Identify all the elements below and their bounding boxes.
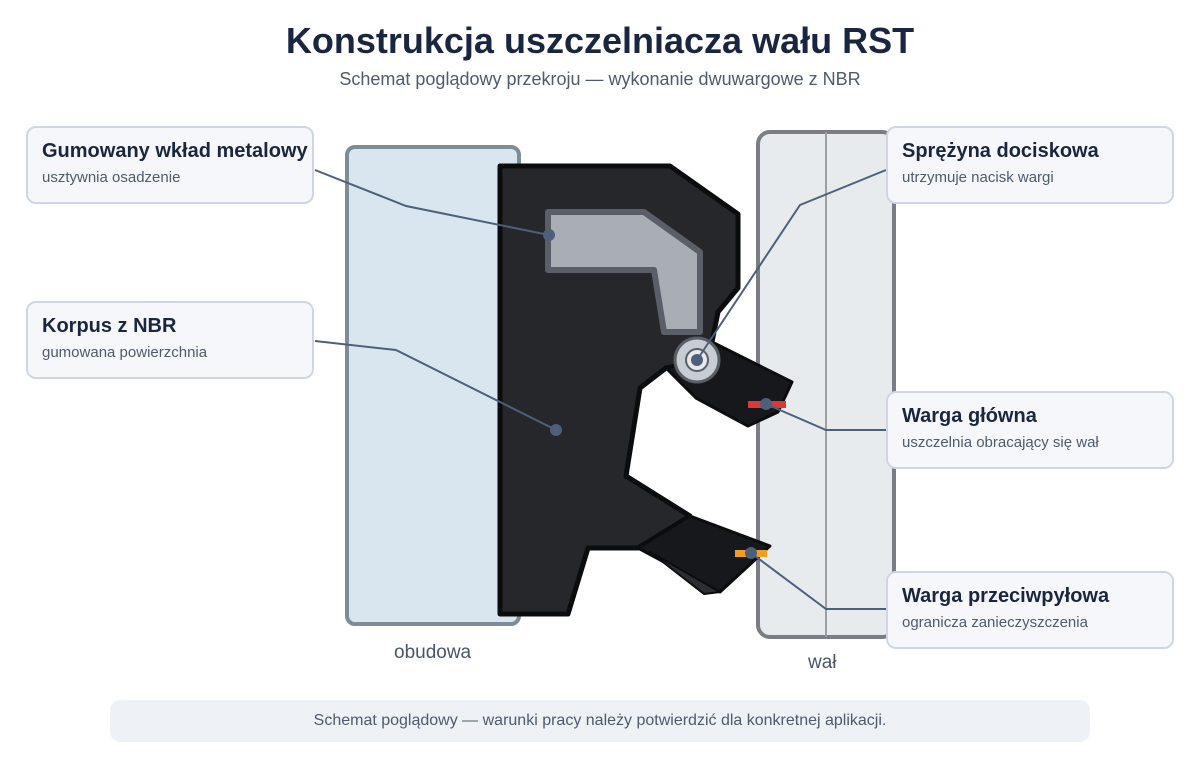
callout-metal-insert: Gumowany wkład metalowy usztywnia osadze… — [26, 126, 314, 204]
diagram-title: Konstrukcja uszczelniacza wału RST — [285, 20, 915, 61]
callout-dust-lip-desc: ogranicza zanieczyszczenia — [902, 614, 1088, 631]
callout-main-lip-title: Warga główna — [902, 405, 1037, 427]
housing-block — [345, 145, 521, 626]
leader-dot-insert — [543, 229, 555, 241]
leader-line-dust-lip — [750, 552, 886, 610]
callout-dust-lip: Warga przeciwpyłowa ogranicza zanieczysz… — [886, 571, 1174, 649]
callout-garter-spring-title: Sprężyna dociskowa — [902, 140, 1099, 162]
leader-dot-main-lip — [760, 398, 772, 410]
shaft-label: wał — [808, 652, 837, 673]
dust-lip-shadow — [649, 551, 721, 595]
leader-dot-body — [550, 424, 562, 436]
callout-garter-spring-desc: utrzymuje nacisk wargi — [902, 169, 1054, 186]
leader-dot-dust-lip — [745, 547, 757, 559]
callout-metal-insert-desc: usztywnia osadzenie — [42, 169, 181, 186]
diagram-subtitle: Schemat poglądowy przekroju — wykonanie … — [339, 69, 861, 89]
metal-insert — [545, 209, 703, 335]
leader-line-insert — [314, 169, 550, 236]
callout-metal-insert-title: Gumowany wkład metalowy — [42, 140, 308, 162]
callout-garter-spring: Sprężyna dociskowa utrzymuje nacisk warg… — [886, 126, 1174, 204]
callout-main-lip: Warga główna uszczelnia obracający się w… — [886, 391, 1174, 469]
leader-line-spring — [696, 169, 887, 361]
leader-line-main-lip — [765, 403, 886, 431]
leader-line-body — [314, 340, 557, 431]
callout-dust-lip-title: Warga przeciwpyłowa — [902, 585, 1110, 607]
callout-nbr-body-title: Korpus z NBR — [42, 315, 177, 337]
callout-nbr-body: Korpus z NBR gumowana powierzchnia — [26, 301, 314, 379]
callout-main-lip-desc: uszczelnia obracający się wał — [902, 434, 1099, 451]
footer-note: Schemat poglądowy — warunki pracy należy… — [110, 700, 1090, 742]
callout-nbr-body-desc: gumowana powierzchnia — [42, 344, 208, 361]
housing-label: obudowa — [394, 642, 472, 663]
leader-dot-spring — [691, 354, 703, 366]
